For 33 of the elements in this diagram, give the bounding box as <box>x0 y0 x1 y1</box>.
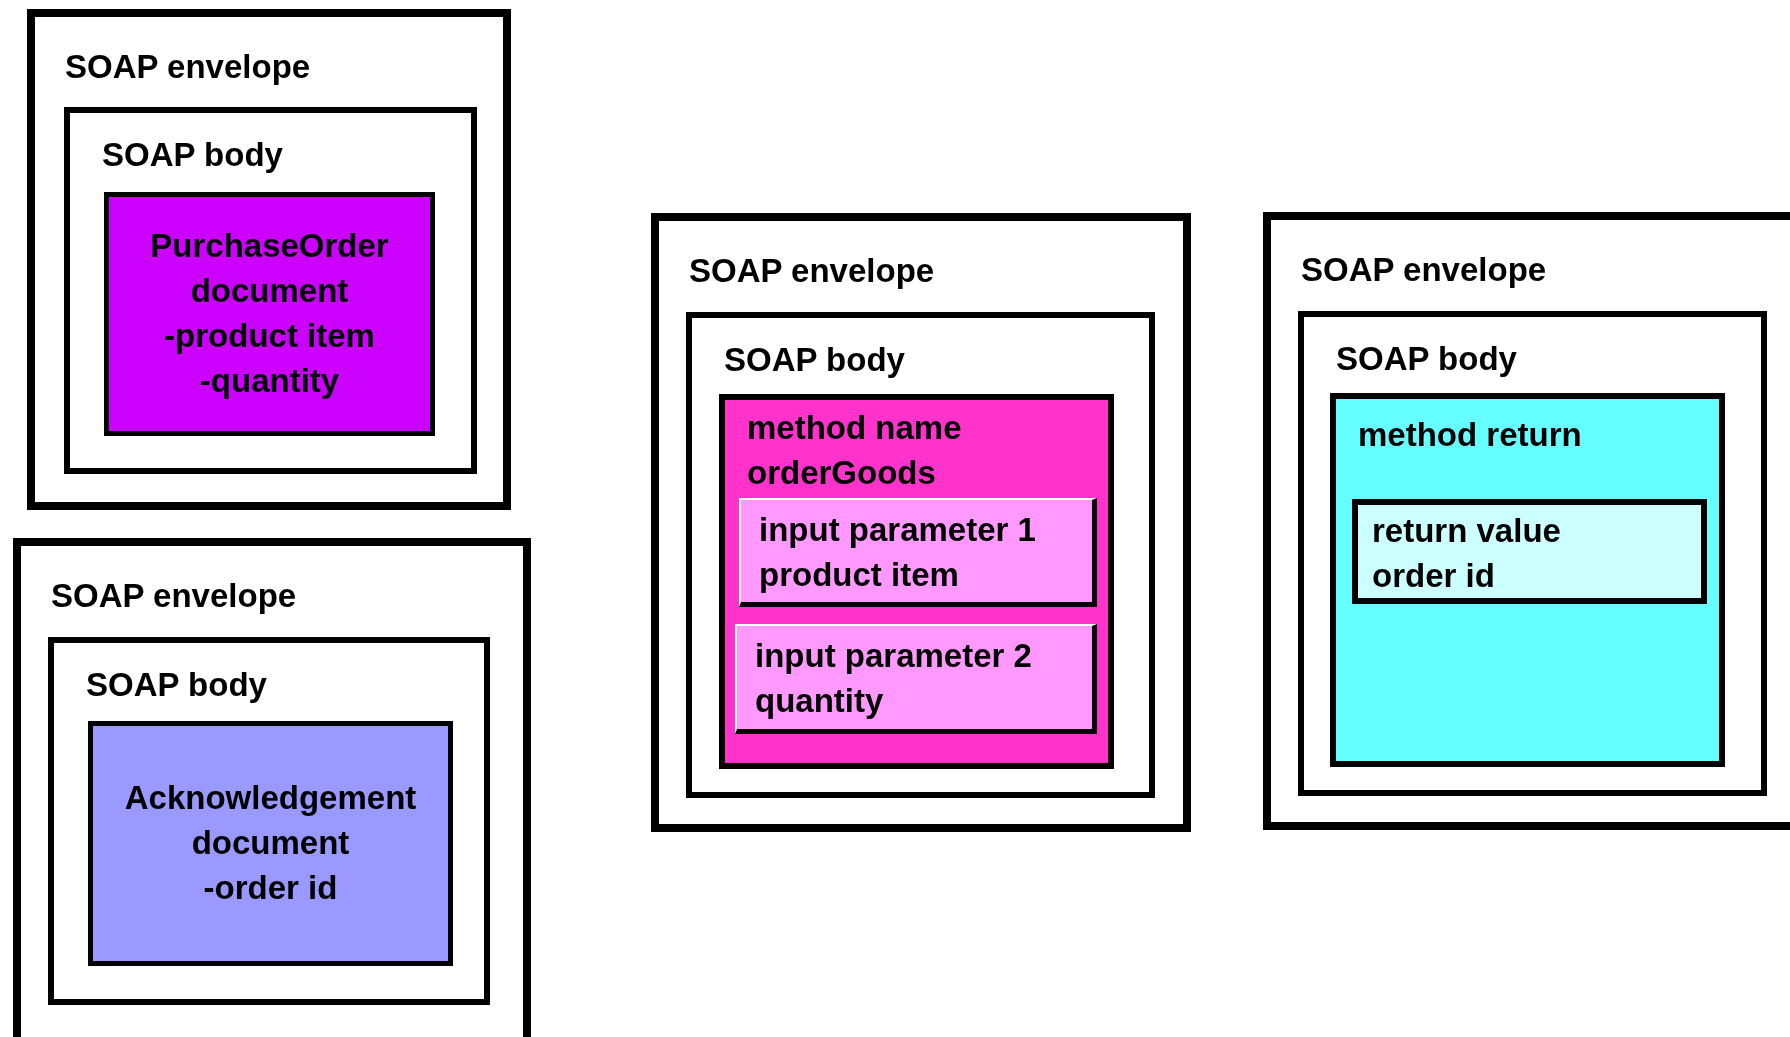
box-heading: SOAP body <box>1336 339 1518 379</box>
container-box <box>719 394 1114 769</box>
box-heading: method name orderGoods <box>747 408 963 493</box>
box-heading: SOAP body <box>102 135 284 175</box>
box-heading: SOAP envelope <box>689 251 936 291</box>
container-box <box>686 312 1155 798</box>
content-box <box>88 721 453 966</box>
envelope-box <box>1263 212 1790 830</box>
envelope-box <box>13 538 531 1037</box>
box-heading: input parameter 2 quantity <box>755 636 1033 721</box>
box-heading: SOAP envelope <box>1301 250 1548 290</box>
content-box <box>739 498 1097 607</box>
box-heading: return value order id <box>1372 511 1562 596</box>
box-heading: input parameter 1 product item <box>759 510 1037 595</box>
content-text: -product item <box>164 316 375 356</box>
container-box <box>64 107 477 474</box>
container-box <box>48 637 490 1005</box>
envelope-box <box>651 213 1191 832</box>
box-heading: SOAP envelope <box>65 47 312 87</box>
content-box <box>104 192 435 436</box>
container-box <box>1298 311 1767 796</box>
content-text: -quantity <box>199 360 340 401</box>
content-box <box>1352 499 1707 604</box>
box-heading: method return <box>1358 415 1583 455</box>
container-box <box>1330 393 1725 767</box>
envelope-box <box>27 9 511 510</box>
content-text: -order id <box>203 867 338 908</box>
content-box <box>735 624 1097 734</box>
box-heading: SOAP body <box>86 665 268 705</box>
content-text: Acknowledgement document <box>123 778 418 864</box>
box-heading: SOAP envelope <box>51 576 298 616</box>
content-text: PurchaseOrder document <box>149 226 390 312</box>
box-heading: SOAP body <box>724 340 906 380</box>
